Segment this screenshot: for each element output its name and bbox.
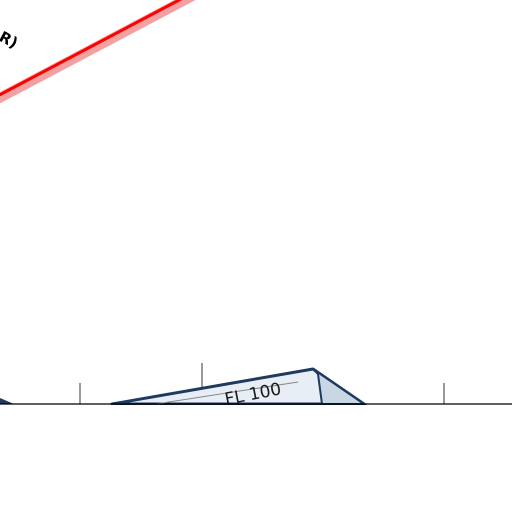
lower-blank-area [0, 405, 512, 512]
left-edge-shape [0, 398, 14, 404]
red-route-line [0, 0, 196, 104]
red-line-edge-label: R) [0, 28, 21, 53]
